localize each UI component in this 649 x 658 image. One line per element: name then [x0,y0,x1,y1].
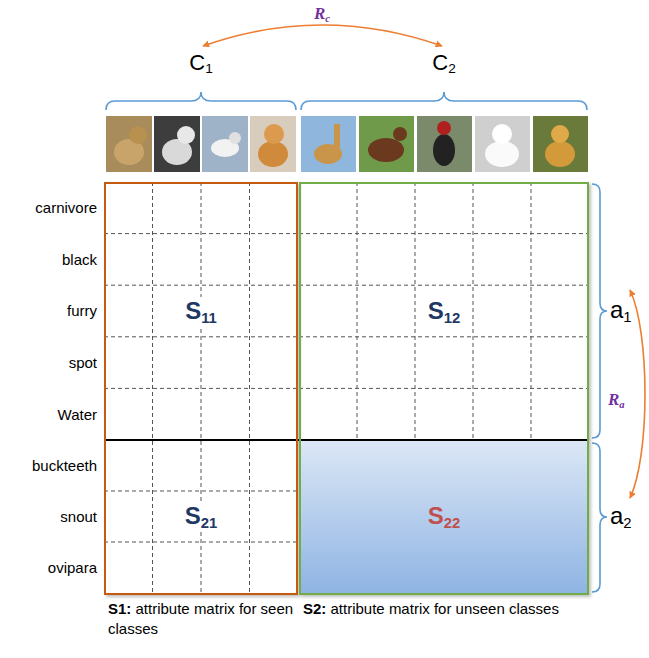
relation-arrow [630,290,645,498]
animal-photos [106,116,588,172]
missing-sub-matrix: S22 [301,441,587,593]
attribute-name: buckteeth [32,457,97,474]
caption-key: S2: [303,600,326,617]
sub-matrix: S21 [106,440,296,593]
subscript: 1 [623,309,631,325]
class-group-label: C2 [432,50,455,77]
class-group-label: C1 [189,50,212,77]
relation-label: Ra [608,390,625,411]
subscript: 1 [205,62,213,77]
subscript: 12 [444,310,461,326]
subscript: c [325,12,330,23]
attribute-name: snout [60,508,97,525]
block-label: S21 [182,502,221,532]
attribute-name: spot [69,354,97,371]
attribute-brace [592,443,607,592]
relation-label: Rc [314,4,330,25]
attribute-group-label: a1 [610,296,632,326]
relation-arrow [203,25,442,46]
attribute-name: Water [58,406,97,423]
caption-key: S1: [108,600,131,617]
subscript: 21 [201,514,218,530]
class-brace [301,92,587,110]
caption-rest: attribute matrix for seen classes [108,600,293,637]
attribute-name: ovipara [48,559,97,576]
block-label: S22 [425,502,464,532]
subscript: 11 [201,310,217,326]
block-label: S11 [182,297,220,327]
block-label: S12 [425,297,464,327]
caption-rest: attribute matrix for unseen classes [326,600,559,617]
seen-matrix-box: S11S21S1: attribute matrix for seen clas… [104,182,298,595]
attribute-group-label: a2 [610,502,632,532]
attribute-brace [592,184,607,438]
matrix-caption: S1: attribute matrix for seen classes [108,599,294,638]
sub-matrix: S12 [301,184,587,440]
subscript: 2 [623,515,631,531]
sub-matrix: S11 [106,184,296,440]
attribute-name: carnivore [35,199,97,216]
subscript: 2 [448,62,456,77]
subscript: 22 [444,515,461,531]
subscript: a [619,398,624,409]
matrix-caption: S2: attribute matrix for unseen classes [303,599,585,619]
attribute-name: furry [67,302,97,319]
matrix-grid [104,182,589,595]
class-brace [106,92,296,110]
attribute-name: black [62,251,97,268]
unseen-matrix-box: S12S22S2: attribute matrix for unseen cl… [299,182,589,595]
